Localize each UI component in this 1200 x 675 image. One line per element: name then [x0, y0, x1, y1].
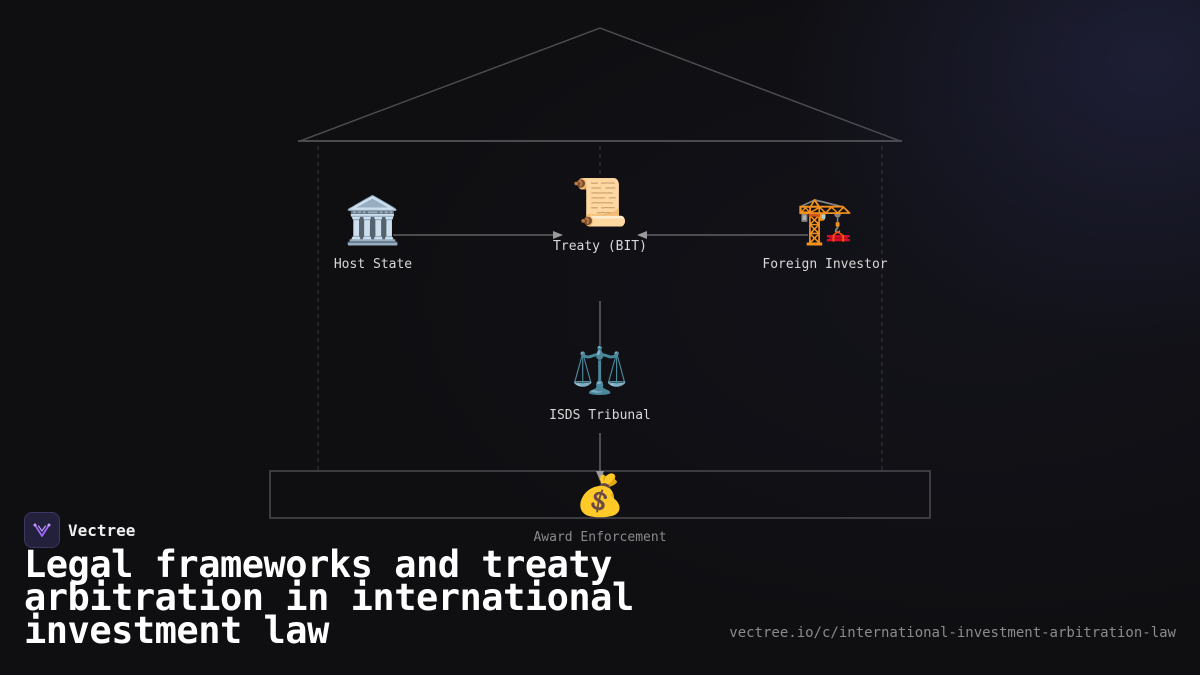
page-url[interactable]: vectree.io/c/international-investment-ar… [729, 625, 1176, 641]
treaty-scroll-icon: 📜 [571, 175, 629, 229]
pediment-roof [299, 27, 901, 142]
host-state-label: Host State [333, 257, 413, 272]
foreign-investor-label: Foreign Investor [762, 257, 888, 272]
money-bag-icon: 💰 [575, 473, 625, 519]
isds-tribunal-label: ISDS Tribunal [549, 408, 651, 423]
brand: Vectree [24, 512, 135, 548]
construction-crane-icon: 🏗️ [796, 193, 854, 247]
award-enforcement-label: Award Enforcement [533, 530, 667, 545]
treaty-label: Treaty (BIT) [553, 239, 647, 254]
page-title: Legal frameworks and treaty arbitration … [24, 543, 634, 652]
host-state-icon: 🏛️ [344, 193, 402, 247]
brand-name: Vectree [68, 520, 136, 540]
scales-of-justice-icon: ⚖️ [571, 343, 629, 397]
vectree-logo-icon [24, 512, 60, 548]
